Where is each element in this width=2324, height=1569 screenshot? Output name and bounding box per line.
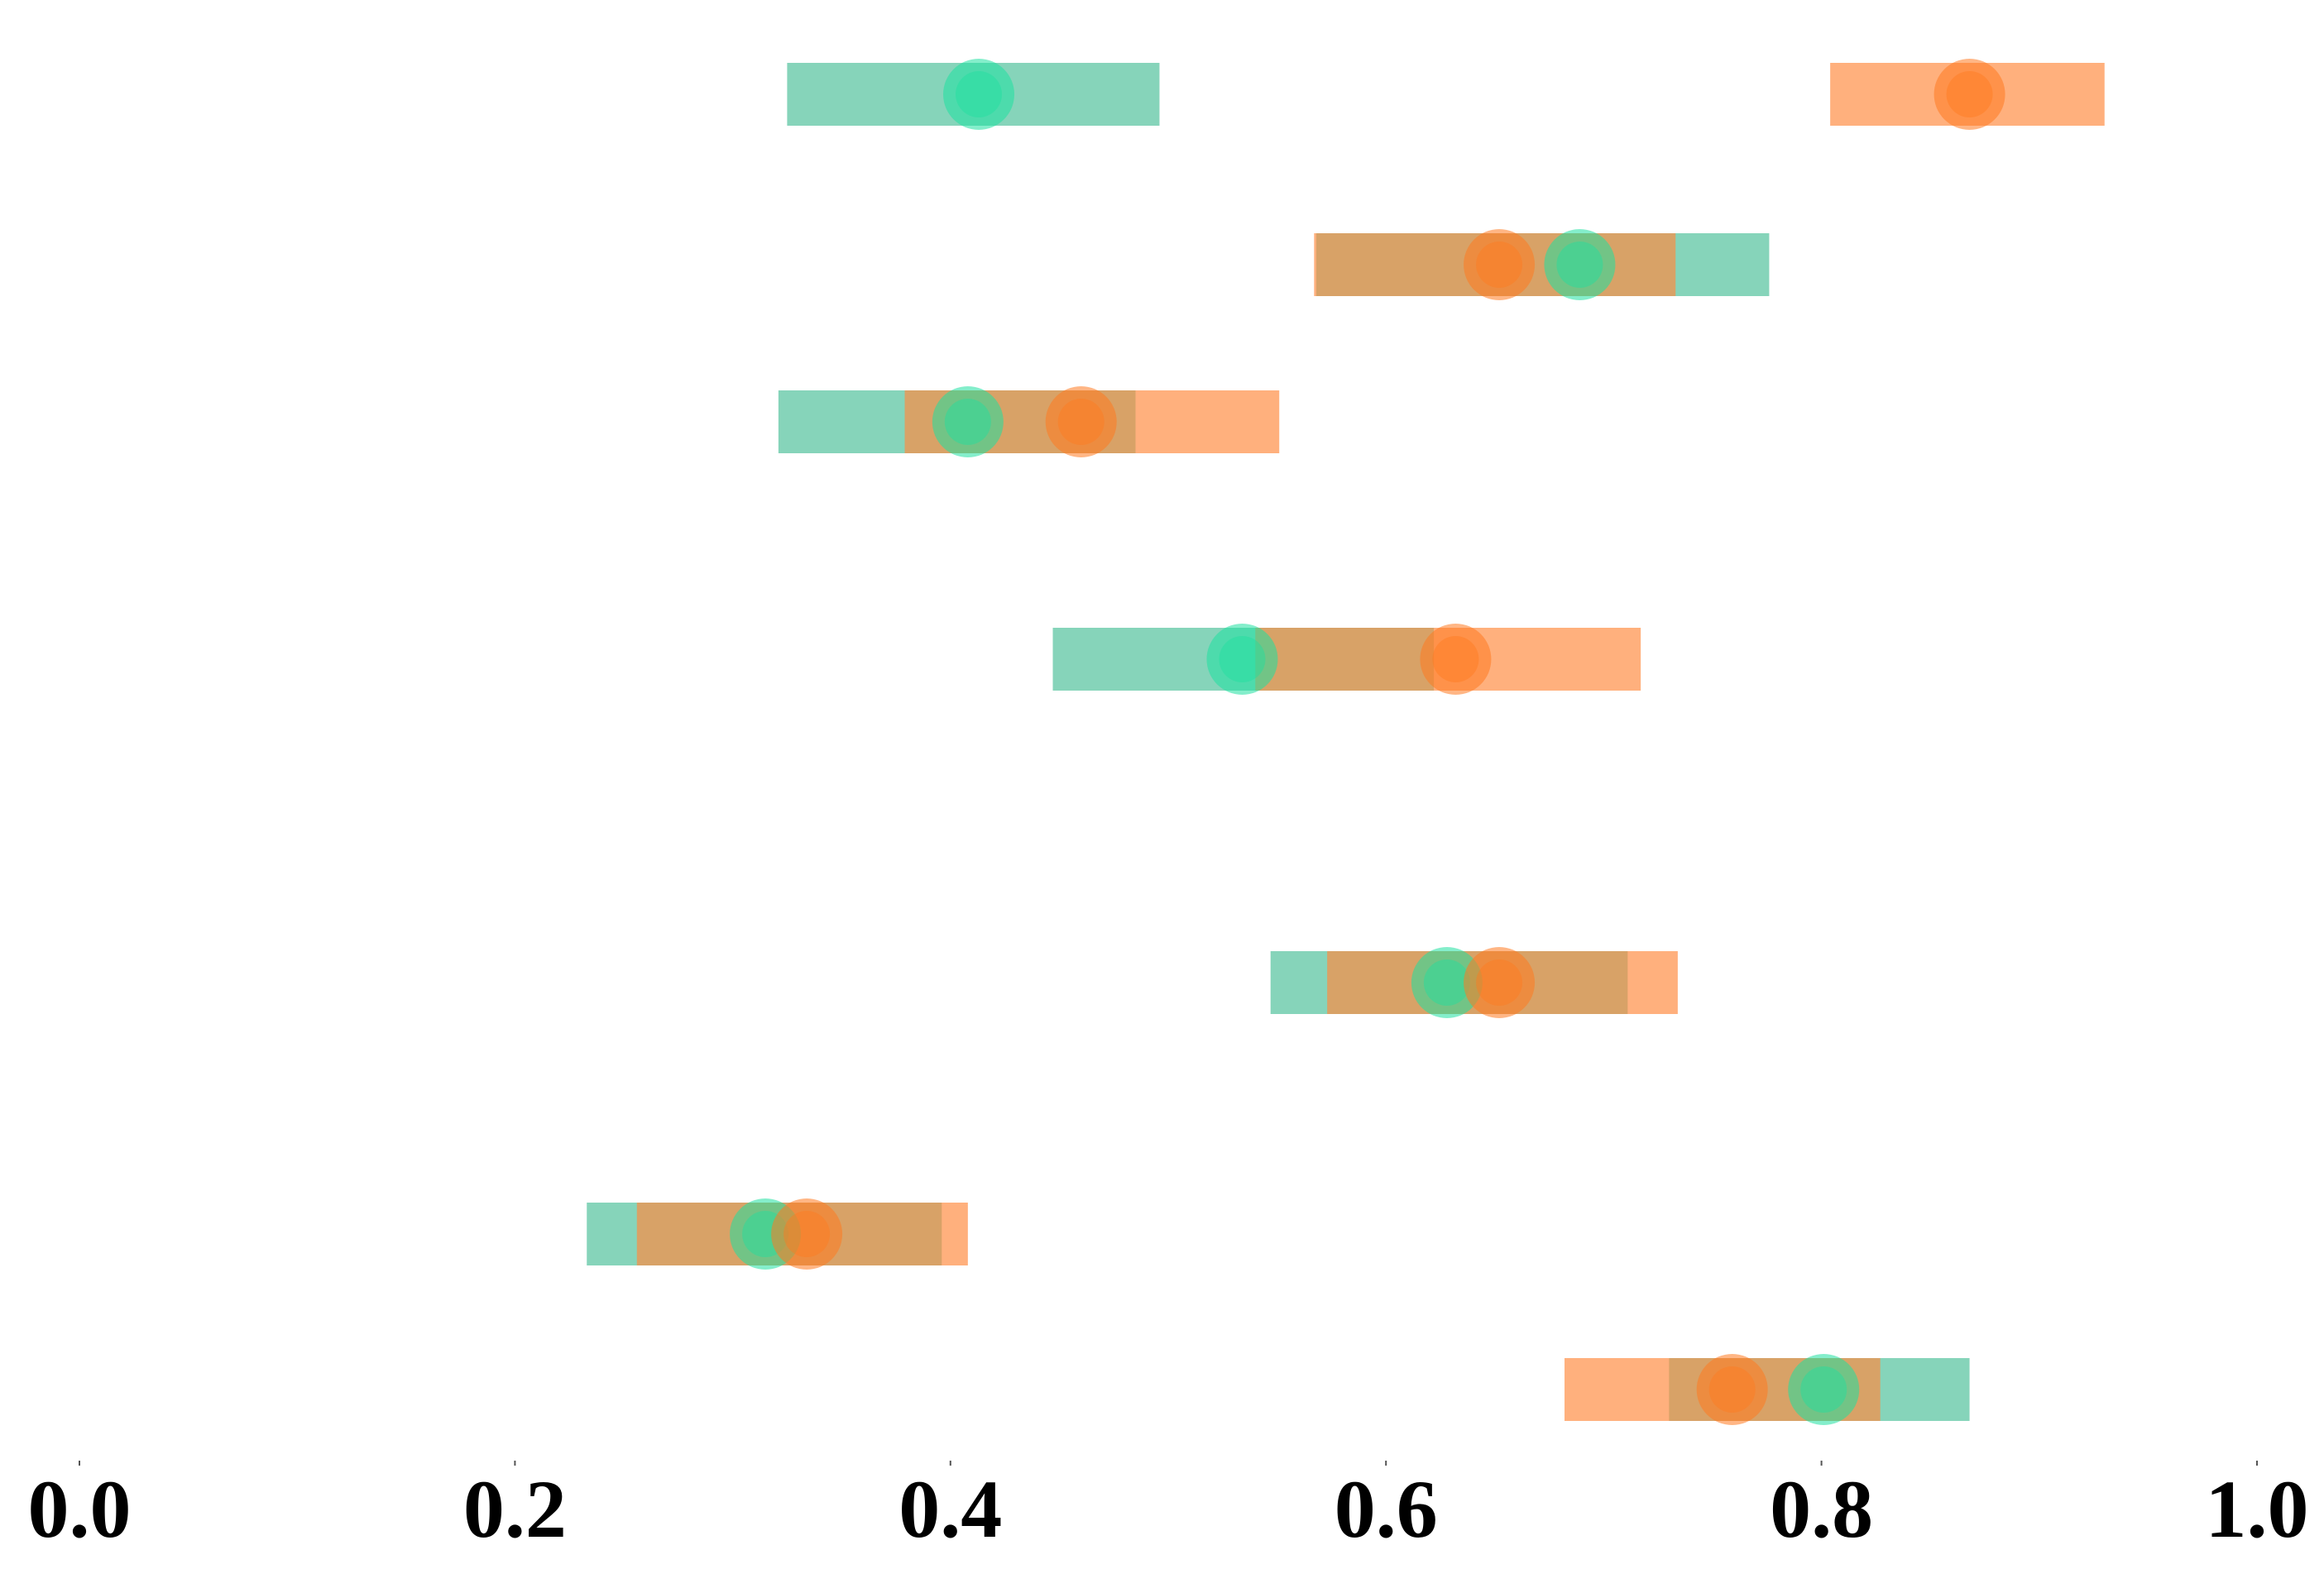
point-marker-halo [1464, 947, 1536, 1018]
x-tick-label: 0.2 [463, 1463, 567, 1555]
point-marker-core [1057, 399, 1104, 445]
x-tick-label: 0.0 [28, 1463, 132, 1555]
point-marker-series2-row6 [771, 1198, 843, 1270]
point-marker-core [1476, 242, 1523, 288]
point-marker-halo [943, 59, 1015, 130]
point-marker-series2-row7 [1696, 1354, 1768, 1425]
point-marker-halo [1696, 1354, 1768, 1425]
point-marker-core [1476, 959, 1523, 1006]
point-marker-series1-row4 [1206, 624, 1278, 695]
x-tick-label: 1.0 [2206, 1463, 2309, 1555]
point-marker-core [944, 399, 991, 445]
point-marker-halo [1544, 229, 1616, 300]
point-marker-halo [1420, 624, 1492, 695]
x-tick-label: 0.4 [898, 1463, 1002, 1555]
point-marker-halo [771, 1198, 843, 1270]
point-marker-core [956, 71, 1003, 117]
point-marker-series1-row1 [943, 59, 1015, 130]
point-marker-core [1946, 71, 1993, 117]
point-marker-series2-row4 [1420, 624, 1492, 695]
point-marker-halo [1206, 624, 1278, 695]
x-tick-label: 0.6 [1335, 1463, 1438, 1555]
point-marker-core [1432, 636, 1479, 682]
point-marker-core [1423, 959, 1470, 1006]
point-marker-core [1219, 636, 1266, 682]
x-axis: 0.0 0.2 0.4 0.6 0.8 1.0 [28, 1461, 2309, 1555]
point-marker-series1-row7 [1788, 1354, 1860, 1425]
point-marker-core [783, 1211, 831, 1257]
point-marker-halo [1411, 947, 1483, 1018]
x-tick-label: 0.8 [1770, 1463, 1873, 1555]
point-marker-halo [1045, 386, 1117, 457]
point-marker-core [1556, 242, 1603, 288]
point-marker-series2-row3 [1045, 386, 1117, 457]
point-marker-halo [1933, 59, 2005, 130]
point-marker-series1-row2 [1544, 229, 1616, 300]
point-marker-halo [1464, 229, 1536, 300]
point-marker-series2-row1 [1933, 59, 2005, 130]
point-marker-series2-row5 [1464, 947, 1536, 1018]
point-marker-halo [932, 386, 1004, 457]
point-marker-series2-row2 [1464, 229, 1536, 300]
point-marker-series1-row5 [1411, 947, 1483, 1018]
point-marker-series1-row3 [932, 386, 1004, 457]
point-marker-core [1708, 1366, 1756, 1413]
point-markers [730, 59, 2005, 1425]
point-marker-halo [1788, 1354, 1860, 1425]
point-marker-core [1800, 1366, 1847, 1413]
